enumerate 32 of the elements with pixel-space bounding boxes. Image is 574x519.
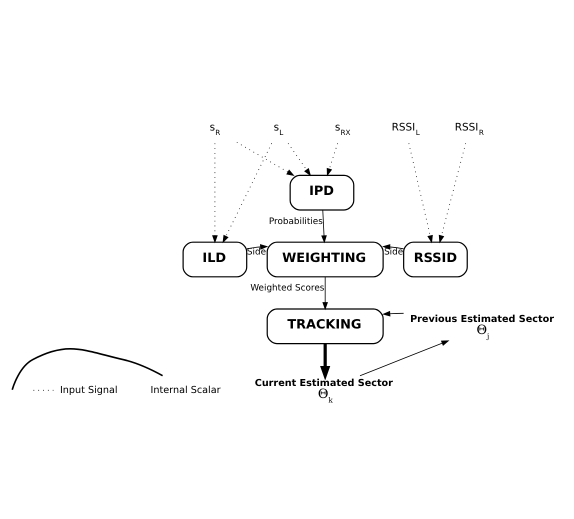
edge-label: Weighted Scores — [250, 284, 324, 294]
arrow — [382, 244, 404, 250]
arrow — [382, 310, 404, 317]
arrow — [212, 142, 218, 244]
arrow — [320, 344, 330, 381]
node-text: RSSI$_{L}$ — [392, 122, 420, 138]
edge-label: Side — [246, 247, 266, 258]
arrow — [408, 142, 433, 244]
node-text: s$_{R}$ — [210, 122, 220, 138]
arrow — [288, 142, 312, 176]
node-box: RSSID — [403, 242, 468, 278]
node-text: s$_{L}$ — [274, 122, 284, 138]
arrow — [438, 142, 466, 244]
legend-label: Input Signal — [60, 384, 118, 396]
edge-label: Probabilities — [268, 216, 323, 227]
arrow — [246, 244, 268, 250]
node-text: RSSI$_{R}$ — [454, 122, 484, 138]
legend-label: Internal Scalar — [150, 384, 221, 396]
arrow — [236, 142, 295, 176]
node-box: TRACKING — [266, 308, 384, 344]
arrow — [322, 276, 328, 310]
node-box: ILD — [182, 242, 248, 278]
arrow — [321, 210, 327, 244]
node-text: Previous Estimated Sector Θ$_{j}$ — [410, 314, 554, 341]
arrow — [326, 142, 338, 176]
arrow — [360, 340, 450, 376]
node-text: s$_{RX}$ — [334, 122, 350, 138]
edge-label: Side — [384, 247, 404, 258]
node-box: WEIGHTING — [266, 242, 384, 278]
node-box: IPD — [290, 174, 354, 211]
node-text: Current Estimated Sector Θ$_{k}$ — [254, 378, 393, 405]
arrow — [222, 142, 272, 244]
